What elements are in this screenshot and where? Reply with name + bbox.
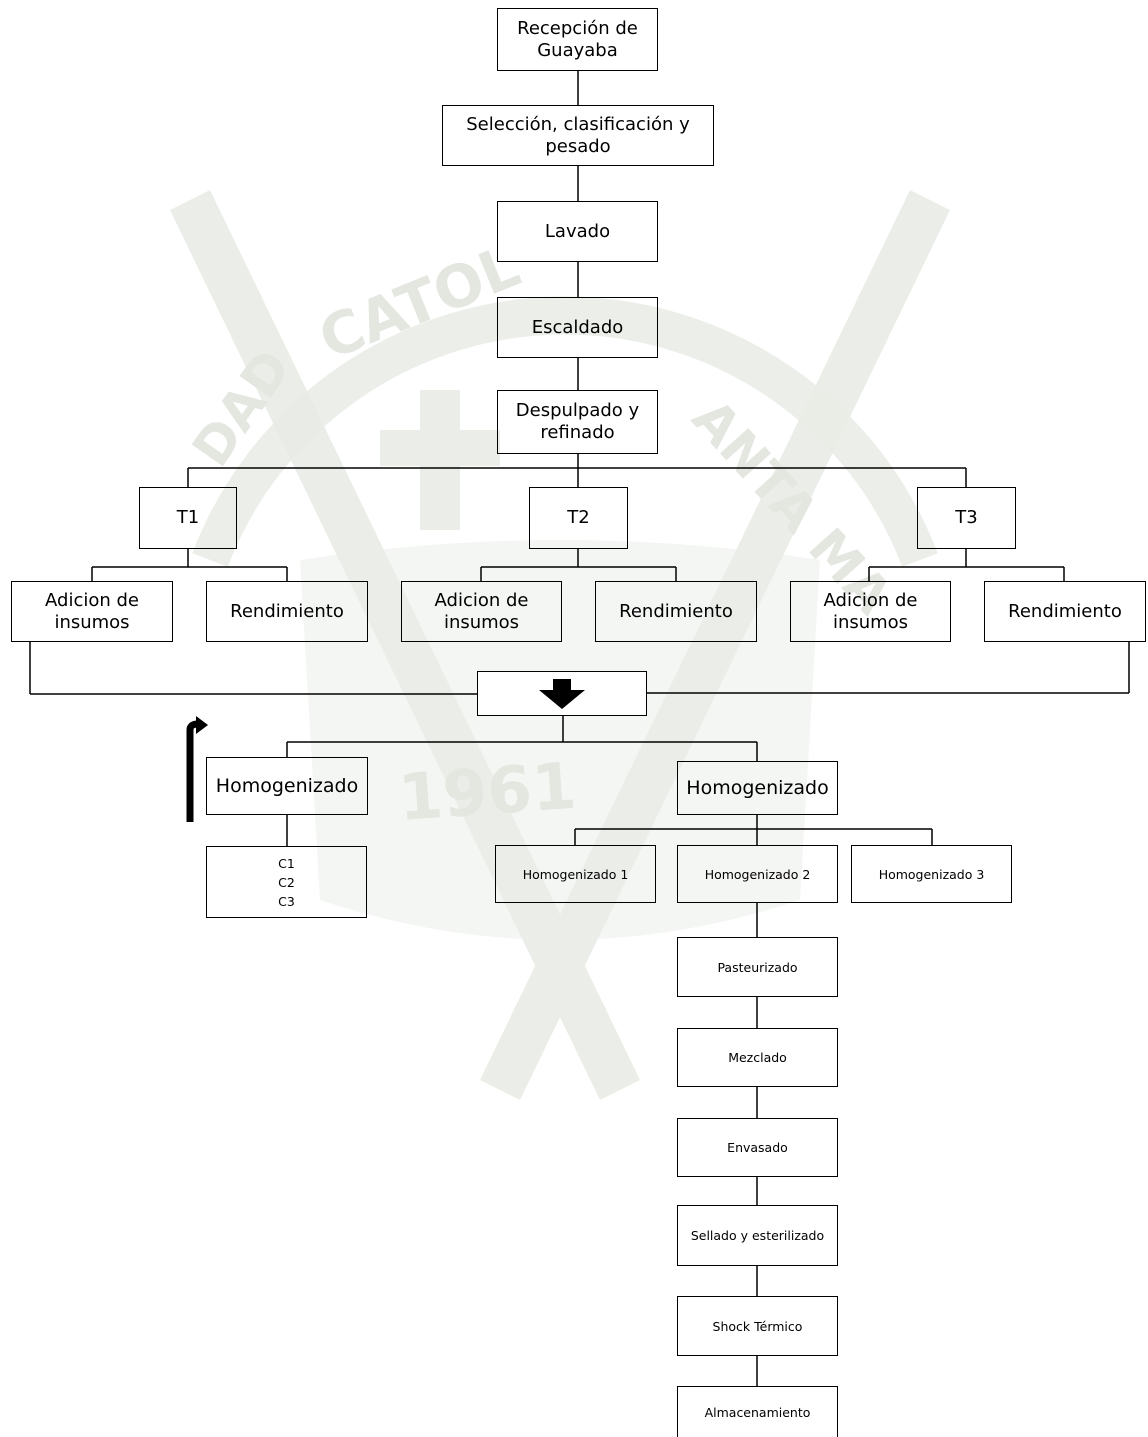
step-shock-termico: Shock Térmico [677,1296,838,1356]
t2-rendimiento: Rendimiento [595,581,757,642]
child-label: Adicion de insumos [45,589,139,633]
variant-label: Homogenizado 3 [878,866,985,882]
step-pasteurizado: Pasteurizado [677,937,838,997]
child-label: Adicion de insumos [434,589,529,633]
step-label: Shock Térmico [712,1318,803,1334]
homogenizado-2: Homogenizado 2 [677,845,838,903]
step-sellado: Sellado y esterilizado [677,1205,838,1266]
c3-label: C3 [278,893,295,909]
homog-label: Homogenizado [215,774,359,797]
homogenizado-right: Homogenizado [677,761,838,815]
treatment-label: T1 [176,507,200,529]
t2-adicion-insumos: Adicion de insumos [401,581,562,642]
treatment-t3: T3 [917,487,1016,549]
c2-label: C2 [278,874,295,890]
child-label: Rendimiento [230,600,344,622]
step-label: Selección, clasificación y pesado [466,113,690,157]
step-recepcion: Recepción de Guayaba [497,8,658,71]
step-envasado: Envasado [677,1118,838,1177]
treatment-label: T3 [955,507,978,529]
step-escaldado: Escaldado [497,297,658,358]
step-label: Envasado [727,1140,788,1155]
step-label: Mezclado [728,1050,787,1065]
c-options-box: C1 C2 C3 [206,846,367,918]
step-despulpado: Despulpado y refinado [497,390,658,454]
step-seleccion: Selección, clasificación y pesado [442,105,714,166]
c1-label: C1 [278,855,295,871]
treatment-label: T2 [567,507,590,529]
t1-rendimiento: Rendimiento [206,581,368,642]
step-label: Almacenamiento [704,1404,811,1420]
step-almacenamiento: Almacenamiento [677,1386,838,1437]
homog-label: Homogenizado [686,776,829,799]
svg-text:1961: 1961 [396,750,579,836]
merge-box [477,671,647,716]
variant-label: Homogenizado 1 [522,866,629,882]
t1-adicion-insumos: Adicion de insumos [11,581,173,642]
homogenizado-left: Homogenizado [206,757,368,815]
step-label: Escaldado [531,316,624,338]
step-label: Sellado y esterilizado [690,1228,825,1243]
child-label: Rendimiento [619,600,733,622]
homogenizado-3: Homogenizado 3 [851,845,1012,903]
homogenizado-1: Homogenizado 1 [495,845,656,903]
treatment-t1: T1 [139,487,237,549]
child-label: Adicion de insumos [823,589,918,633]
child-label: Rendimiento [1008,600,1122,622]
step-label: Lavado [544,220,611,242]
step-label: Despulpado y refinado [515,400,640,443]
down-arrow-icon [539,678,585,709]
step-label: Pasteurizado [717,959,798,975]
step-mezclado: Mezclado [677,1028,838,1087]
step-lavado: Lavado [497,201,658,262]
t3-adicion-insumos: Adicion de insumos [790,581,951,642]
t3-rendimiento: Rendimiento [984,581,1146,642]
variant-label: Homogenizado 2 [704,866,811,882]
treatment-t2: T2 [529,487,628,549]
step-label: Recepción de Guayaba [517,17,638,61]
